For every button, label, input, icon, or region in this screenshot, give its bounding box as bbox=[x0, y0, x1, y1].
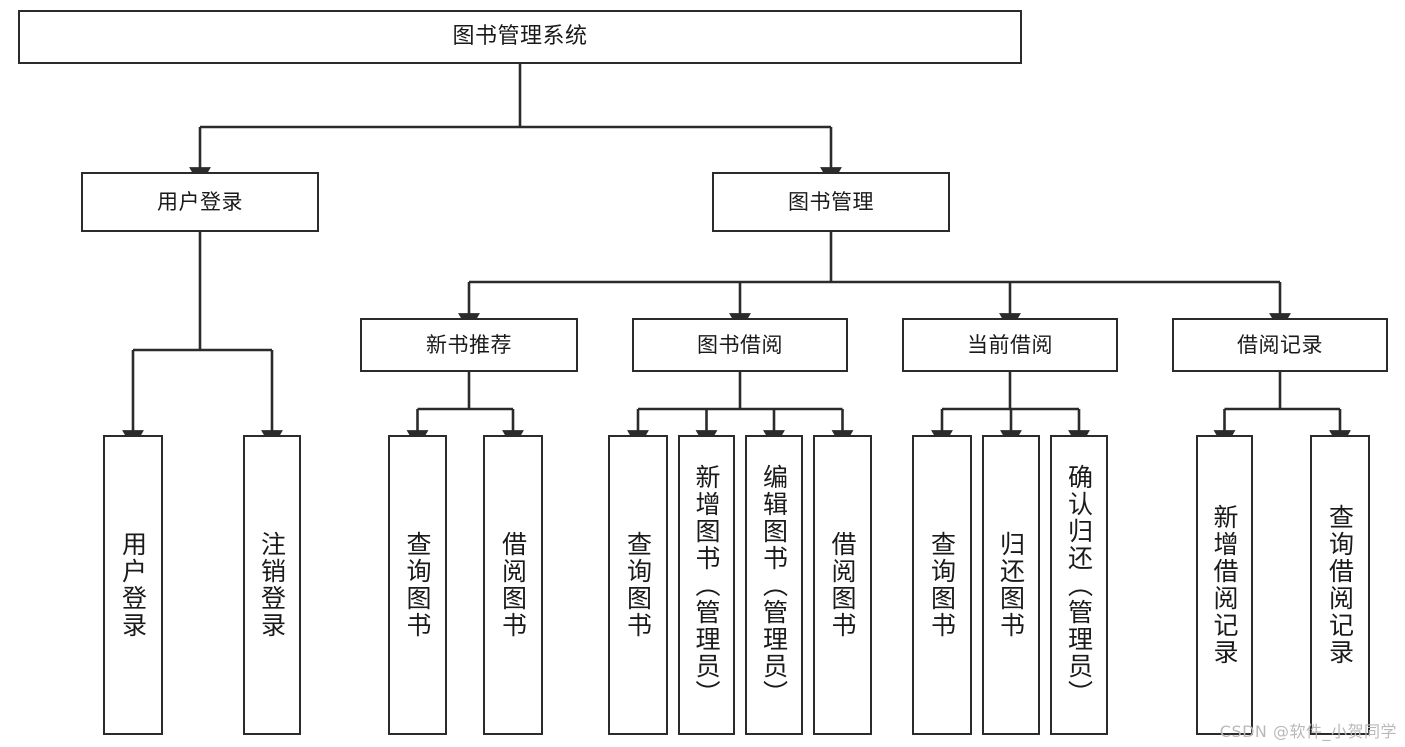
node-book-borrow[interactable]: 图书借阅 bbox=[632, 318, 848, 372]
node-borrow-record[interactable]: 借阅记录 bbox=[1172, 318, 1388, 372]
node-leaf-user-login[interactable]: 用户登录 bbox=[103, 435, 163, 735]
node-label-leaf-borrow-book-2: 借阅图书 bbox=[828, 531, 857, 639]
node-leaf-query-book-2[interactable]: 查询图书 bbox=[608, 435, 668, 735]
node-label-leaf-user-login: 用户登录 bbox=[118, 531, 148, 639]
node-new-book-rec[interactable]: 新书推荐 bbox=[360, 318, 578, 372]
node-label-leaf-user-logout: 注销登录 bbox=[257, 531, 287, 639]
node-label-leaf-query-book-1: 查询图书 bbox=[403, 531, 432, 639]
node-label-leaf-query-book-3: 查询图书 bbox=[927, 531, 957, 639]
node-leaf-borrow-book-1[interactable]: 借阅图书 bbox=[483, 435, 543, 735]
node-leaf-query-record[interactable]: 查询借阅记录 bbox=[1310, 435, 1370, 735]
node-book-manage[interactable]: 图书管理 bbox=[712, 172, 950, 232]
node-leaf-borrow-book-2[interactable]: 借阅图书 bbox=[813, 435, 872, 735]
node-label-leaf-add-book: 新增图书（管理员） bbox=[692, 463, 721, 707]
watermark-label: CSDN @软件_小贺同学 bbox=[1219, 722, 1397, 741]
node-label-leaf-add-record: 新增借阅记录 bbox=[1210, 504, 1239, 666]
node-leaf-add-record[interactable]: 新增借阅记录 bbox=[1196, 435, 1253, 735]
node-label-book-manage: 图书管理 bbox=[788, 189, 874, 214]
node-label-leaf-edit-book: 编辑图书（管理员） bbox=[759, 463, 789, 707]
node-leaf-query-book-1[interactable]: 查询图书 bbox=[388, 435, 447, 735]
node-root[interactable]: 图书管理系统 bbox=[18, 10, 1022, 64]
node-leaf-user-logout[interactable]: 注销登录 bbox=[243, 435, 301, 735]
node-label-leaf-return-book: 归还图书 bbox=[996, 531, 1026, 639]
edges-group bbox=[122, 64, 1351, 449]
node-label-leaf-confirm-return: 确认归还（管理员） bbox=[1064, 463, 1094, 707]
node-label-book-borrow: 图书借阅 bbox=[697, 332, 783, 357]
node-label-leaf-query-record: 查询借阅记录 bbox=[1325, 504, 1355, 666]
node-user-login[interactable]: 用户登录 bbox=[81, 172, 319, 232]
node-label-borrow-record: 借阅记录 bbox=[1237, 332, 1323, 357]
node-label-root: 图书管理系统 bbox=[452, 24, 588, 50]
node-label-current-borrow: 当前借阅 bbox=[967, 332, 1053, 357]
node-leaf-edit-book[interactable]: 编辑图书（管理员） bbox=[745, 435, 803, 735]
node-leaf-return-book[interactable]: 归还图书 bbox=[982, 435, 1040, 735]
node-leaf-add-book[interactable]: 新增图书（管理员） bbox=[678, 435, 735, 735]
node-label-new-book-rec: 新书推荐 bbox=[426, 332, 512, 357]
node-label-user-login: 用户登录 bbox=[157, 189, 243, 214]
node-leaf-query-book-3[interactable]: 查询图书 bbox=[912, 435, 972, 735]
node-label-leaf-borrow-book-1: 借阅图书 bbox=[498, 531, 528, 639]
node-leaf-confirm-return[interactable]: 确认归还（管理员） bbox=[1050, 435, 1108, 735]
node-label-leaf-query-book-2: 查询图书 bbox=[623, 531, 653, 639]
node-current-borrow[interactable]: 当前借阅 bbox=[902, 318, 1118, 372]
